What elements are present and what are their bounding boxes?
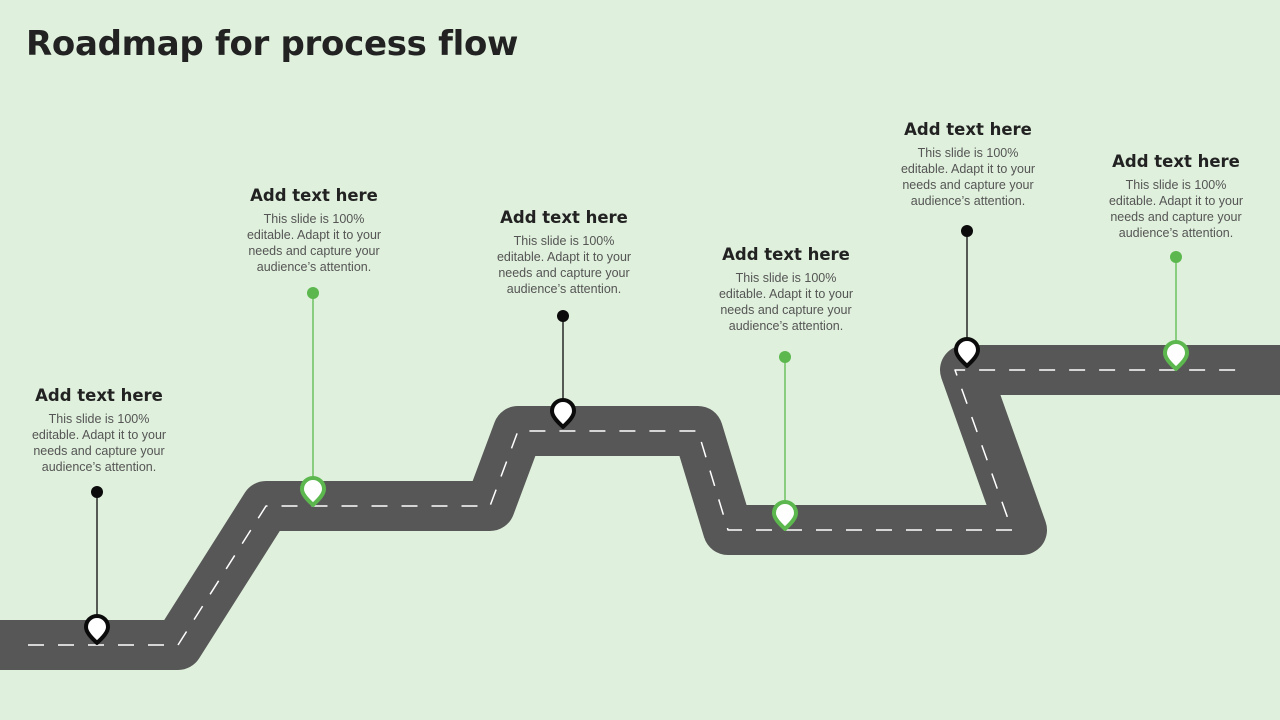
milestone-text-3: Add text here This slide is 100% editabl… [479,208,649,297]
milestone-description: This slide is 100% editable. Adapt it to… [496,234,632,296]
milestone-description: This slide is 100% editable. Adapt it to… [900,146,1036,208]
milestone-description: This slide is 100% editable. Adapt it to… [718,271,854,333]
milestone-marker-4 [772,351,798,531]
milestone-marker-5 [954,225,980,368]
milestone-heading: Add text here [1112,152,1240,171]
milestone-text-1: Add text here This slide is 100% editabl… [14,386,184,475]
milestone-text-5: Add text here This slide is 100% editabl… [883,120,1053,209]
milestone-text-6: Add text here This slide is 100% editabl… [1091,152,1261,241]
location-pin-icon [84,614,110,645]
milestone-heading: Add text here [35,386,163,405]
milestone-description: This slide is 100% editable. Adapt it to… [31,412,167,474]
milestone-marker-2 [300,287,326,507]
location-pin-icon [1163,340,1189,371]
milestone-heading: Add text here [722,245,850,264]
road [0,345,1280,670]
milestone-heading: Add text here [250,186,378,205]
milestone-description: This slide is 100% editable. Adapt it to… [1108,178,1244,240]
milestone-description: This slide is 100% editable. Adapt it to… [246,212,382,274]
connector-dot [91,486,103,498]
connector-dot [307,287,319,299]
connector-dot [1170,251,1182,263]
milestone-heading: Add text here [500,208,628,227]
milestone-text-4: Add text here This slide is 100% editabl… [701,245,871,334]
location-pin-icon [954,337,980,368]
connector-dot [557,310,569,322]
location-pin-icon [550,398,576,429]
milestone-marker-3 [550,310,576,429]
milestone-text-2: Add text here This slide is 100% editabl… [229,186,399,275]
location-pin-icon [300,476,326,507]
road-lane-markings [28,369,1240,646]
page-title: Roadmap for process flow [26,24,519,64]
connector-dot [961,225,973,237]
milestone-heading: Add text here [904,120,1032,139]
location-pin-icon [772,500,798,531]
milestone-marker-1 [84,486,110,645]
connector-dot [779,351,791,363]
milestone-marker-6 [1163,251,1189,371]
